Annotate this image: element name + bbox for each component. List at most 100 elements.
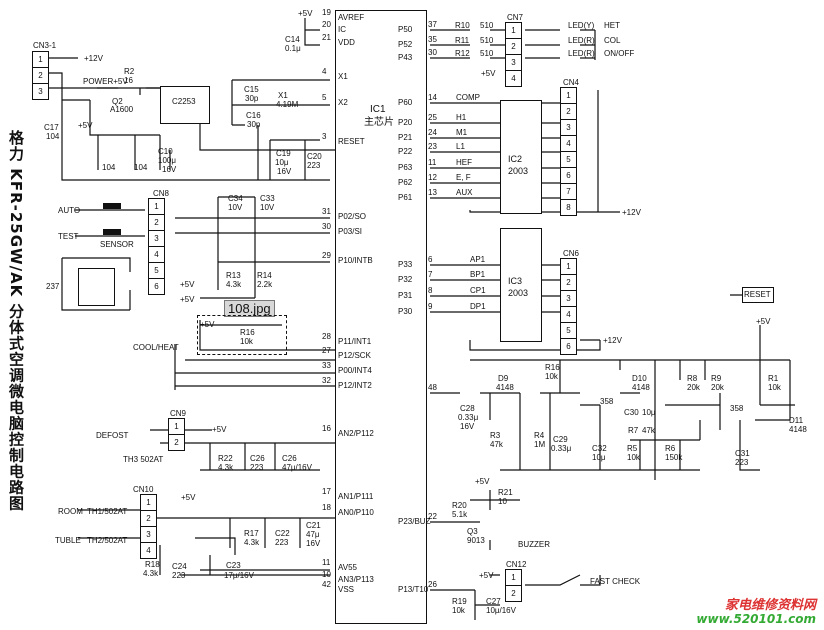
connector-pin: 5: [561, 323, 576, 339]
c33-label: C33: [260, 194, 275, 203]
r16b-label: R16: [545, 363, 560, 372]
n237-label: 237: [46, 282, 60, 291]
connector-pin: 3: [38, 87, 43, 96]
ic1-left-pin-signal: AVREF: [338, 13, 365, 22]
ic1-right-pin-number: 22: [428, 512, 437, 521]
ic1-left-pin-signal: RESET: [338, 137, 365, 146]
c26b-label: C26: [282, 454, 297, 463]
reset-tag: [742, 287, 774, 303]
connector-pin: 6: [154, 282, 159, 291]
r2-value: 16: [124, 76, 133, 85]
r1-label: R1: [768, 374, 779, 383]
c19-label: C19: [276, 149, 291, 158]
ic1-left-pin-signal: P02/SO: [338, 212, 367, 221]
connector-pin: 4: [511, 74, 516, 83]
c33-value: 10V: [260, 203, 275, 212]
r5-value: 10k: [627, 453, 640, 462]
ic1-left-pin-signal: AN2/P112: [338, 429, 374, 438]
c20-label: C20: [307, 152, 322, 161]
c184-value: 104: [102, 163, 116, 172]
ic1-left-pin-number: 18: [322, 503, 331, 512]
connector-pin: 1: [561, 259, 576, 275]
q3-label: Q3: [467, 527, 478, 536]
r3-value: 47k: [490, 440, 503, 449]
led-val: 510: [480, 49, 494, 58]
c34-label: C34: [228, 194, 243, 203]
c28-label: C28: [460, 404, 475, 413]
cn6-name: CN6: [563, 249, 580, 258]
c14-label: C14: [285, 35, 300, 44]
ic1-left-pin-number: 30: [322, 222, 331, 231]
r4-value: 1M: [534, 440, 546, 449]
watermark-name: 家电维修资料网: [724, 597, 816, 613]
connector-pin: 1: [33, 52, 48, 68]
led-ref: R11: [455, 36, 470, 45]
r2-label: R2: [124, 67, 135, 76]
th1-label: TH1/502AT: [87, 507, 128, 516]
connector-pin: 2: [561, 275, 576, 291]
d9-label: D9: [498, 374, 509, 383]
r4-label: R4: [534, 431, 545, 440]
ic3-pin-name: DP1: [470, 302, 486, 311]
c21-value: 47μ: [306, 530, 320, 539]
diagram-title: 格力 KFR-25GW/AK 分体式空调微电脑控制电路图: [7, 130, 25, 512]
ic1-right-pin-signal: P62: [398, 178, 413, 187]
c28-value: 0.33μ: [458, 413, 479, 422]
r22-value: 4.3k: [218, 463, 234, 472]
ic1-left-pin-signal: P12/SCK: [338, 351, 371, 360]
ic1-left-pin-number: 16: [322, 424, 331, 433]
r9-value: 20k: [711, 383, 724, 392]
connector-pin: 1: [561, 88, 576, 104]
plus5v-cn7: +5V: [481, 69, 496, 78]
c24-label: C24: [172, 562, 187, 571]
connector-pin: 5: [561, 152, 576, 168]
r17-label: R17: [244, 529, 259, 538]
ic2-pin-name: AUX: [456, 188, 473, 197]
c34-value: 10V: [228, 203, 243, 212]
connector-pin: 4: [561, 307, 576, 323]
ic1-right-pin-signal: P22: [398, 147, 413, 156]
led-func: COL: [604, 36, 621, 45]
ic1-left-pin-signal: P03/SI: [338, 227, 363, 236]
led-func: HET: [604, 21, 620, 30]
x1-label: X1: [278, 91, 288, 100]
led-val: 510: [480, 21, 494, 30]
r14-value: 2.2k: [257, 280, 273, 289]
test-label: TEST: [58, 232, 79, 241]
led-label: LED(Y): [568, 21, 595, 30]
q2-part: A1600: [110, 105, 134, 114]
ic1-chip: [335, 10, 427, 624]
connector-pin: 2: [511, 589, 516, 598]
connector-pin: 2: [141, 511, 156, 527]
ic1-right-pin-number: 23: [428, 142, 437, 151]
cn8-name: CN8: [153, 189, 170, 198]
defost-label: DEFOST: [96, 431, 129, 440]
ic1-label: IC1: [370, 104, 386, 115]
ic1-left-pin-number: 3: [322, 132, 327, 141]
c23-value: 17μ/16V: [224, 571, 254, 580]
x1-value: 4.19M: [276, 100, 299, 109]
op2-label: 358: [730, 404, 744, 413]
ic1-right-pin-number: 13: [428, 188, 437, 197]
tuble-label: TUBLE: [55, 536, 81, 545]
plus5v-cn8: +5V: [180, 280, 195, 289]
c24-value: 223: [172, 571, 186, 580]
r6-label: R6: [665, 444, 676, 453]
ic2-pin-name: E, F: [456, 173, 471, 182]
c20-value: 223: [307, 161, 321, 170]
image-tag: 108.jpg: [224, 300, 275, 317]
ic1-left-pin-number: 11: [322, 558, 331, 567]
q3-part: 9013: [467, 536, 485, 545]
led-ref: R12: [455, 49, 470, 58]
r16-label: R16: [240, 328, 255, 337]
r1-value: 10k: [768, 383, 781, 392]
c19-value: 10μ: [275, 158, 289, 167]
ic1-right-pin-number: 14: [428, 93, 437, 102]
r5-label: R5: [627, 444, 638, 453]
ic1-left-pin-number: 27: [322, 346, 331, 355]
ic2-pin-name: COMP: [456, 93, 480, 102]
